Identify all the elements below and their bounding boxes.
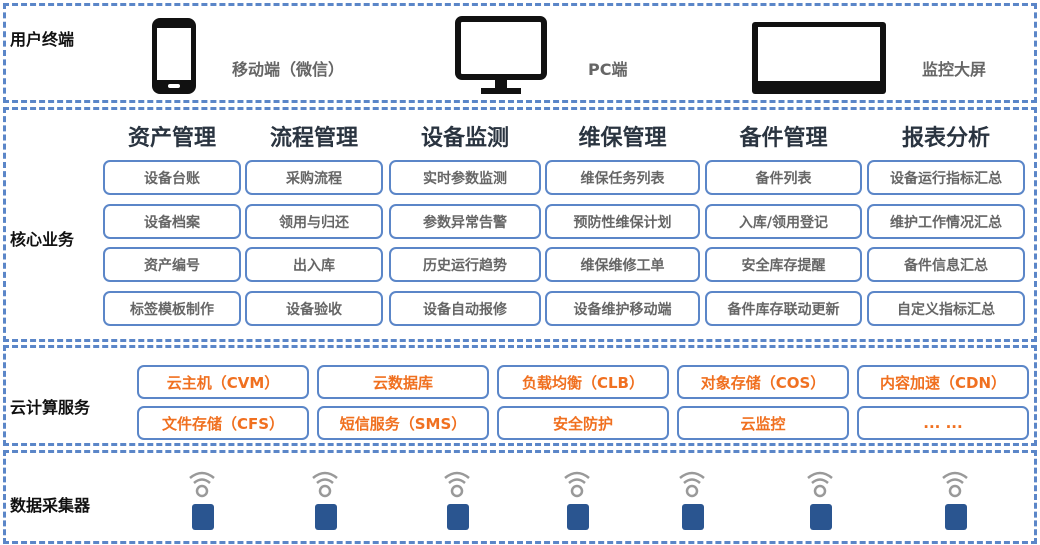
- module-item[interactable]: 设备自动报修: [389, 291, 541, 326]
- cloud-service-item[interactable]: 云监控: [677, 406, 849, 440]
- module-item[interactable]: 维护工作情况汇总: [867, 204, 1025, 239]
- phone-icon: [152, 18, 196, 94]
- module-item[interactable]: 入库/领用登记: [705, 204, 862, 239]
- module-title: 维保管理: [578, 126, 667, 151]
- module-item[interactable]: 标签模板制作: [103, 291, 241, 326]
- washing-machine-icon: [564, 471, 590, 530]
- module-item[interactable]: 设备验收: [245, 291, 383, 326]
- module-item[interactable]: 预防性维保计划: [545, 204, 700, 239]
- gears-icon: [312, 471, 338, 530]
- module-title: 备件管理: [739, 126, 828, 151]
- core-business-layer: [3, 107, 1037, 342]
- device-label-mobile: 移动端（微信）: [232, 60, 345, 79]
- device-label-screen: 监控大屏: [922, 60, 987, 79]
- cloud-service-item[interactable]: 对象存储（COS）: [677, 365, 849, 399]
- cloud-service-item[interactable]: 安全防护: [497, 406, 669, 440]
- module-title: 流程管理: [269, 126, 358, 151]
- module-item[interactable]: 设备档案: [103, 204, 241, 239]
- monitor-icon: [455, 16, 547, 94]
- cloud-service-item[interactable]: 负载均衡（CLB）: [497, 365, 669, 399]
- module-item[interactable]: 历史运行趋势: [389, 247, 541, 282]
- module-item[interactable]: 采购流程: [245, 160, 383, 195]
- device-label-pc: PC端: [588, 60, 628, 79]
- module-item[interactable]: 备件库存联动更新: [705, 291, 862, 326]
- module-item[interactable]: 自定义指标汇总: [867, 291, 1025, 326]
- module-item[interactable]: 领用与归还: [245, 204, 383, 239]
- module-item[interactable]: 参数异常告警: [389, 204, 541, 239]
- module-item[interactable]: 设备维护移动端: [545, 291, 700, 326]
- module-item[interactable]: 安全库存提醒: [705, 247, 862, 282]
- module-item[interactable]: 实时参数监测: [389, 160, 541, 195]
- cloud-service-layer: [3, 345, 1037, 446]
- module-item[interactable]: 维保任务列表: [545, 160, 700, 195]
- module-item[interactable]: 备件列表: [705, 160, 862, 195]
- module-title: 设备监测: [420, 126, 509, 151]
- cloud-service-item[interactable]: 文件存储（CFS）: [137, 406, 309, 440]
- module-item[interactable]: 备件信息汇总: [867, 247, 1025, 282]
- module-title: 资产管理: [127, 126, 216, 151]
- cloud-service-item[interactable]: ... ...: [857, 406, 1029, 440]
- layer-label-terminal: 用户终端: [10, 30, 75, 49]
- truck-icon: [942, 471, 968, 530]
- module-item[interactable]: 设备台账: [103, 160, 241, 195]
- module-item[interactable]: 设备运行指标汇总: [867, 160, 1025, 195]
- user-terminal-layer: [3, 3, 1037, 103]
- cloud-service-item[interactable]: 云数据库: [317, 365, 489, 399]
- layer-label-cloud: 云计算服务: [10, 398, 91, 417]
- cloud-service-item[interactable]: 云主机（CVM）: [137, 365, 309, 399]
- module-title: 报表分析: [901, 126, 990, 151]
- layer-label-collector: 数据采集器: [10, 496, 91, 515]
- cloud-service-item[interactable]: 短信服务（SMS）: [317, 406, 489, 440]
- train-icon: [679, 471, 705, 530]
- traffic-light-icon: [189, 471, 215, 530]
- layer-label-core: 核心业务: [10, 230, 75, 249]
- oil-pump-icon: [807, 471, 833, 530]
- module-item[interactable]: 维保维修工单: [545, 247, 700, 282]
- module-item[interactable]: 出入库: [245, 247, 383, 282]
- factory-icon: [444, 471, 470, 530]
- large-screen-icon: [752, 22, 886, 94]
- data-collector-layer: [3, 450, 1037, 544]
- module-item[interactable]: 资产编号: [103, 247, 241, 282]
- cloud-service-item[interactable]: 内容加速（CDN）: [857, 365, 1029, 399]
